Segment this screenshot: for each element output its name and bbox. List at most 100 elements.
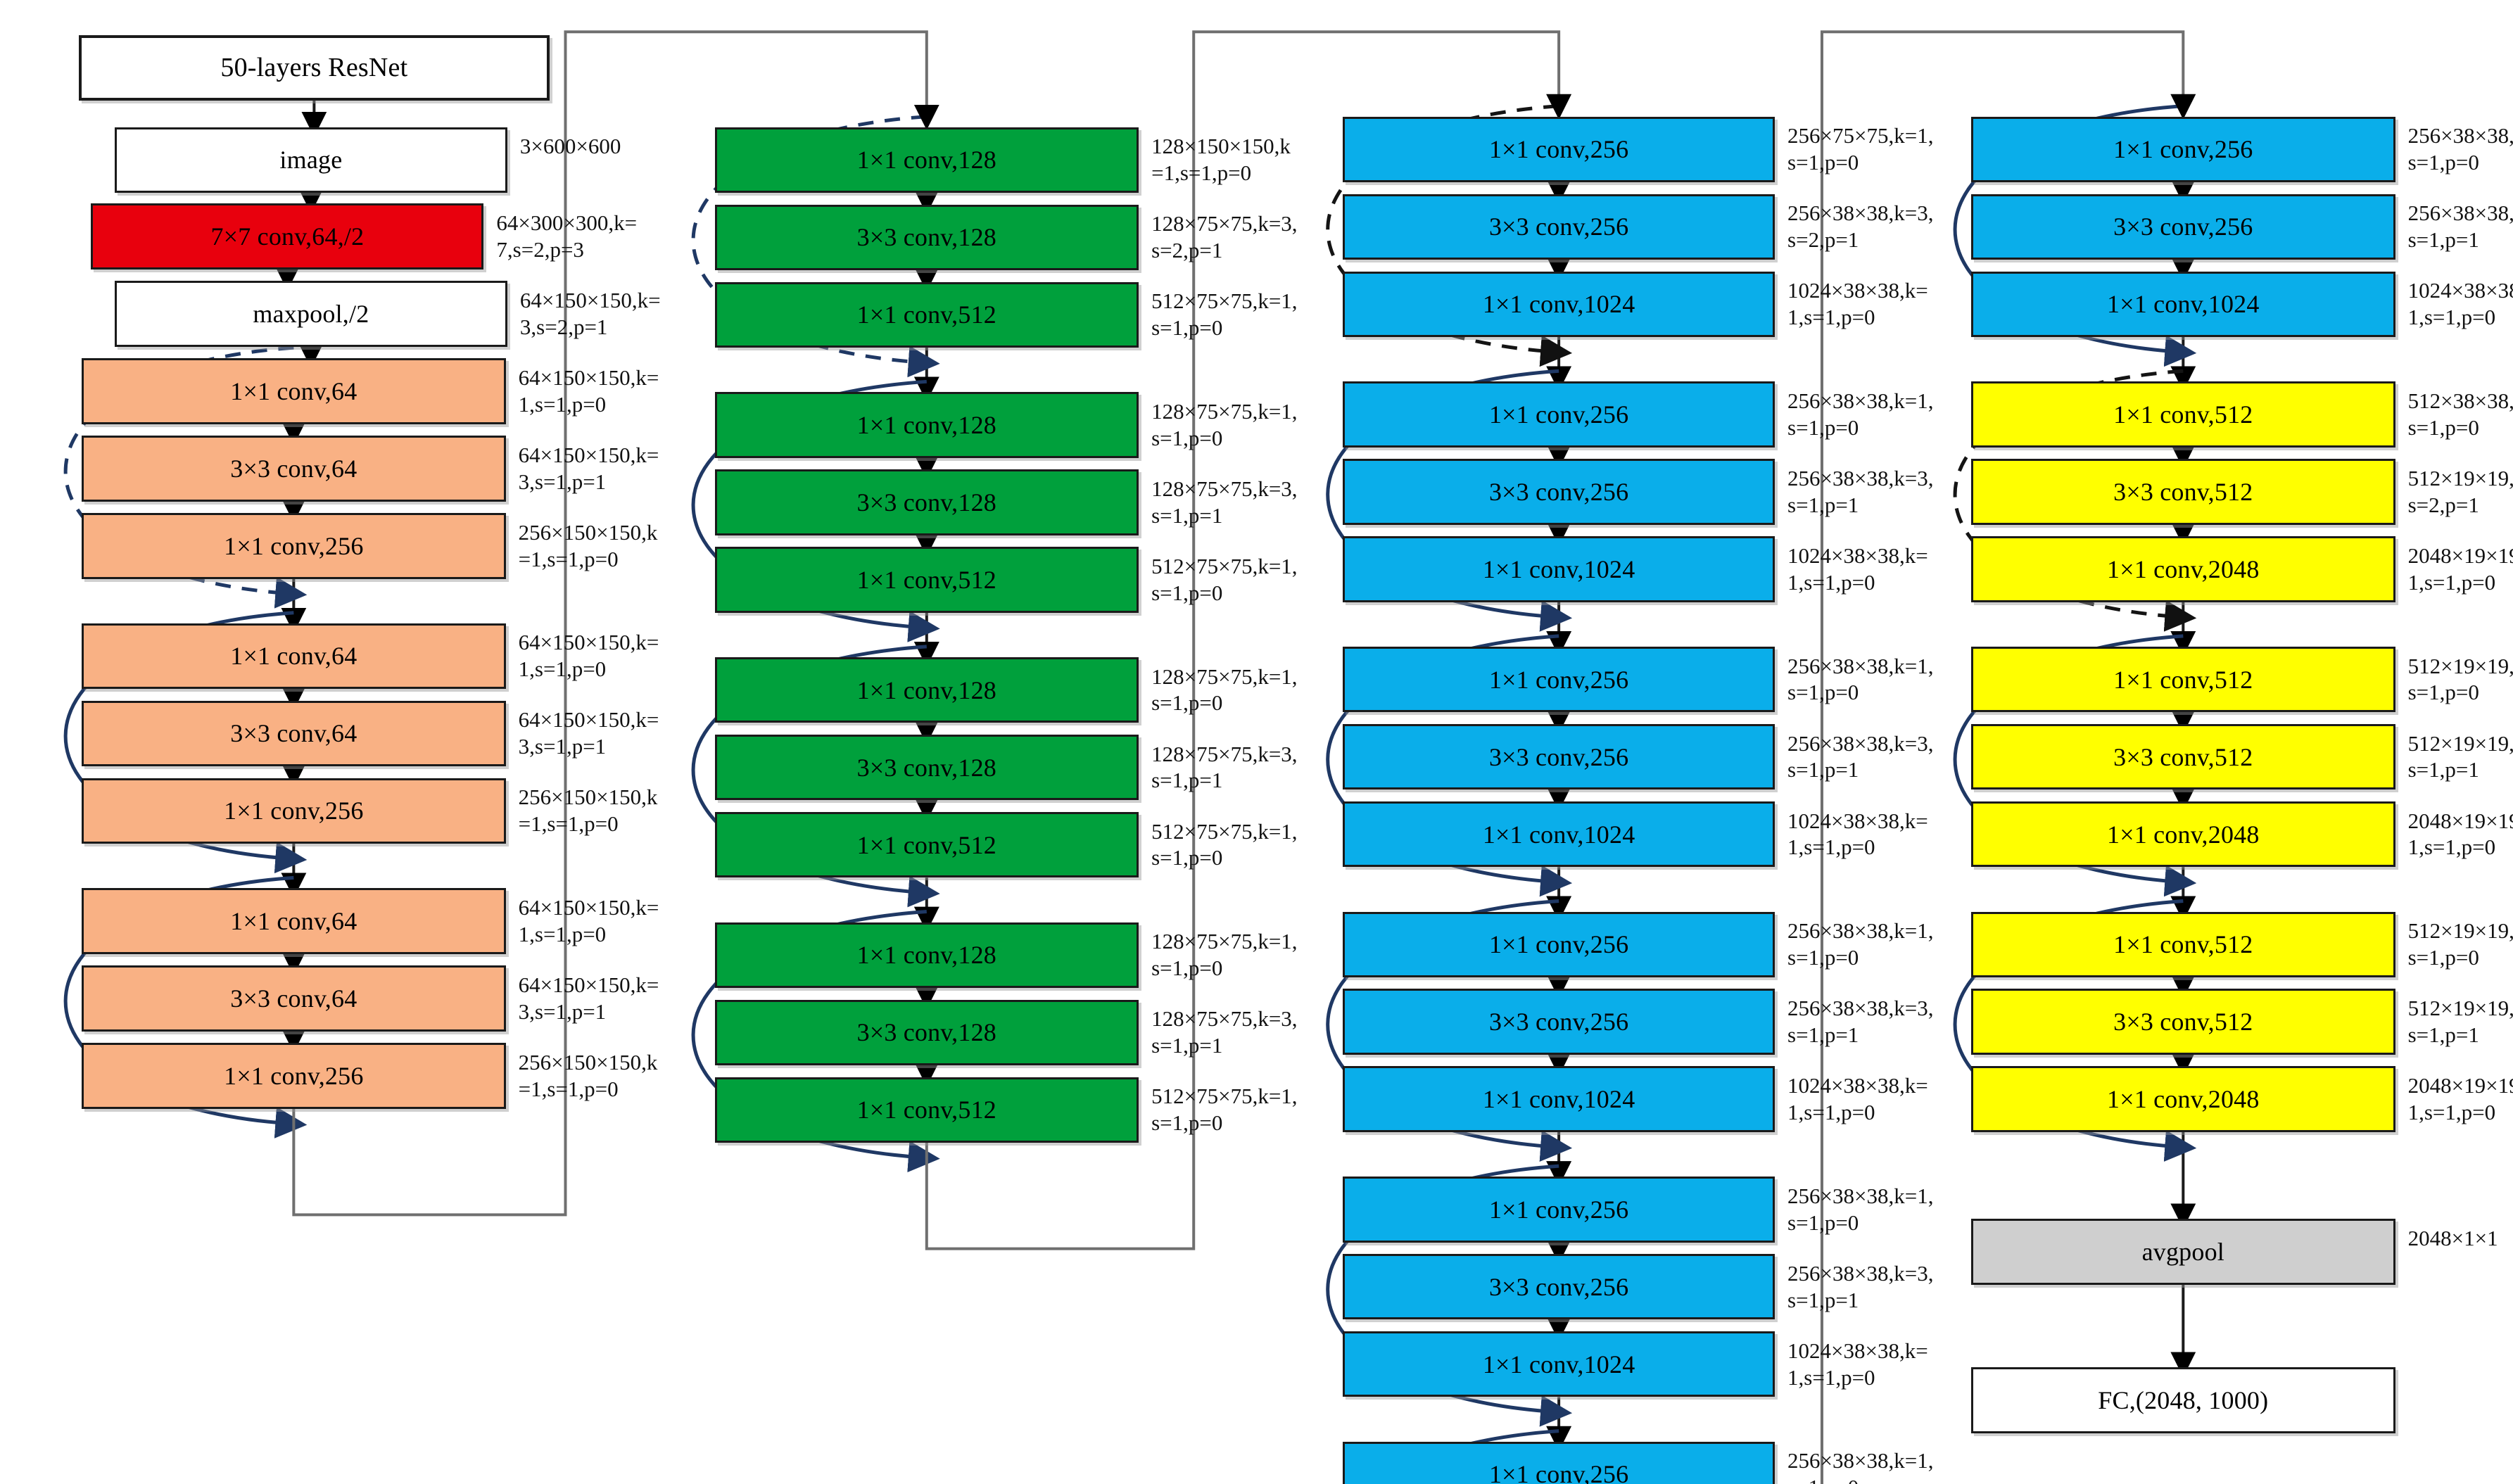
- spec-label: 64×150×150,k= 3,s=2,p=1: [519, 287, 661, 339]
- spec-label: 128×150×150,k =1,s=1,p=0: [1151, 134, 1291, 186]
- node-1-1-conv-512: 1×1 conv,512: [714, 1077, 1139, 1143]
- spec-label: 256×75×75,k=1, s=1,p=0: [1787, 123, 1934, 175]
- node-1-1-conv-64: 1×1 conv,64: [82, 623, 506, 690]
- spec-label: 256×38×38,k=3, s=1,p=1: [1787, 465, 1934, 517]
- node-1-1-conv-512: 1×1 conv,512: [1971, 911, 2395, 977]
- node-3-3-conv-128: 3×3 conv,128: [714, 999, 1139, 1065]
- node-1-1-conv-2048: 1×1 conv,2048: [1971, 536, 2395, 602]
- spec-label: 256×38×38,k=1, s=1,p=0: [1787, 918, 1934, 970]
- spec-label: 2048×19×19,k= 1,s=1,p=0: [2407, 808, 2513, 860]
- node-1-1-conv-256: 1×1 conv,256: [1971, 116, 2395, 183]
- node-1-1-conv-256: 1×1 conv,256: [1343, 1177, 1775, 1243]
- node-1-1-conv-256: 1×1 conv,256: [82, 513, 506, 579]
- node-1-1-conv-1024: 1×1 conv,1024: [1971, 271, 2395, 338]
- spec-label: 3×600×600: [519, 134, 621, 159]
- spec-label: 64×150×150,k= 1,s=1,p=0: [518, 630, 659, 682]
- spec-label: 256×38×38,k=1, s=1,p=0: [1787, 388, 1934, 440]
- node-3-3-conv-256: 3×3 conv,256: [1971, 194, 2395, 260]
- spec-label: 128×75×75,k=3, s=2,p=1: [1151, 211, 1298, 263]
- node-1-1-conv-128: 1×1 conv,128: [714, 392, 1139, 458]
- node-1-1-conv-256: 1×1 conv,256: [1343, 1441, 1775, 1484]
- node-3-3-conv-512: 3×3 conv,512: [1971, 459, 2395, 525]
- spec-label: 512×75×75,k=1, s=1,p=0: [1151, 288, 1298, 341]
- node-3-3-conv-256: 3×3 conv,256: [1343, 459, 1775, 525]
- node-1-1-conv-2048: 1×1 conv,2048: [1971, 801, 2395, 868]
- node-1-1-conv-128: 1×1 conv,128: [714, 127, 1139, 194]
- node-7-7-conv-64-2: 7×7 conv,64,/2: [91, 203, 484, 269]
- node-1-1-conv-128: 1×1 conv,128: [714, 657, 1139, 723]
- node-avgpool: avgpool: [1971, 1219, 2395, 1285]
- spec-label: 128×75×75,k=1, s=1,p=0: [1151, 929, 1298, 981]
- node-1-1-conv-1024: 1×1 conv,1024: [1343, 536, 1775, 602]
- node-image: image: [114, 127, 507, 194]
- node-1-1-conv-512: 1×1 conv,512: [714, 281, 1139, 348]
- spec-label: 2048×19×19,k= 1,s=1,p=0: [2407, 1073, 2513, 1124]
- spec-label: 256×38×38,k=1, s=1,p=0: [1787, 1183, 1934, 1235]
- spec-label: 128×75×75,k=1, s=1,p=0: [1151, 399, 1298, 450]
- node-1-1-conv-256: 1×1 conv,256: [1343, 911, 1775, 977]
- spec-label: 1024×38×38,k= 1,s=1,p=0: [1787, 278, 1928, 330]
- node-1-1-conv-256: 1×1 conv,256: [1343, 116, 1775, 183]
- spec-label: 256×38×38,k=1, s=1,p=0: [1787, 1448, 1934, 1484]
- node-3-3-conv-128: 3×3 conv,128: [714, 469, 1139, 535]
- spec-label: 64×150×150,k= 1,s=1,p=0: [518, 895, 659, 946]
- spec-label: 256×150×150,k =1,s=1,p=0: [518, 1050, 658, 1101]
- spec-label: 256×150×150,k =1,s=1,p=0: [518, 519, 658, 571]
- node-1-1-conv-64: 1×1 conv,64: [82, 888, 506, 954]
- node-3-3-conv-256: 3×3 conv,256: [1343, 723, 1775, 790]
- spec-label: 1024×38×38,k= 1,s=1,p=0: [2407, 278, 2513, 330]
- spec-label: 256×38×38,k=1, s=1,p=0: [1787, 653, 1934, 705]
- spec-label: 512×19×19,k=3, s=1,p=1: [2407, 730, 2513, 782]
- spec-label: 256×38×38,k=3, s=2,p=1: [1787, 201, 1934, 253]
- node-3-3-conv-64: 3×3 conv,64: [82, 965, 506, 1032]
- spec-label: 512×75×75,k=1, s=1,p=0: [1151, 554, 1298, 605]
- node-3-3-conv-256: 3×3 conv,256: [1343, 194, 1775, 260]
- node-3-3-conv-512: 3×3 conv,512: [1971, 989, 2395, 1055]
- spec-label: 256×150×150,k =1,s=1,p=0: [518, 785, 658, 837]
- node-1-1-conv-128: 1×1 conv,128: [714, 922, 1139, 988]
- spec-label: 256×38×38,k=3, s=1,p=1: [2407, 201, 2513, 253]
- node-3-3-conv-128: 3×3 conv,128: [714, 204, 1139, 271]
- node-1-1-conv-1024: 1×1 conv,1024: [1343, 801, 1775, 868]
- node-3-3-conv-256: 3×3 conv,256: [1343, 989, 1775, 1055]
- node-3-3-conv-128: 3×3 conv,128: [714, 734, 1139, 801]
- spec-label: 1024×38×38,k= 1,s=1,p=0: [1787, 1073, 1928, 1124]
- node-1-1-conv-2048: 1×1 conv,2048: [1971, 1066, 2395, 1132]
- spec-label: 64×150×150,k= 3,s=1,p=1: [518, 442, 659, 494]
- spec-label: 512×38×38,k=1, s=1,p=0: [2407, 388, 2513, 440]
- spec-label: 1024×38×38,k= 1,s=1,p=0: [1787, 808, 1928, 860]
- node-1-1-conv-1024: 1×1 conv,1024: [1343, 1066, 1775, 1132]
- spec-label: 512×75×75,k=1, s=1,p=0: [1151, 1084, 1298, 1136]
- spec-label: 64×150×150,k= 3,s=1,p=1: [518, 972, 659, 1024]
- node-1-1-conv-512: 1×1 conv,512: [1971, 381, 2395, 448]
- spec-label: 256×38×38,k=3, s=1,p=1: [1787, 1260, 1934, 1312]
- spec-label: 2048×1×1: [2407, 1226, 2498, 1251]
- spec-label: 64×150×150,k= 1,s=1,p=0: [518, 364, 659, 417]
- spec-label: 128×75×75,k=1, s=1,p=0: [1151, 664, 1298, 716]
- node-1-1-conv-64: 1×1 conv,64: [82, 358, 506, 424]
- spec-label: 256×38×38,k=1, s=1,p=0: [2407, 123, 2513, 175]
- node-1-1-conv-512: 1×1 conv,512: [714, 547, 1139, 613]
- node-3-3-conv-64: 3×3 conv,64: [82, 436, 506, 502]
- spec-label: 512×19×19,k=1, s=1,p=0: [2407, 653, 2513, 705]
- node-1-1-conv-256: 1×1 conv,256: [82, 778, 506, 844]
- node-maxpool-2: maxpool,/2: [114, 281, 507, 347]
- spec-label: 128×75×75,k=3, s=1,p=1: [1151, 1006, 1298, 1058]
- node-1-1-conv-256: 1×1 conv,256: [1343, 381, 1775, 448]
- node-1-1-conv-512: 1×1 conv,512: [714, 811, 1139, 878]
- node-1-1-conv-512: 1×1 conv,512: [1971, 646, 2395, 713]
- spec-label: 512×19×19,k=3, s=2,p=1: [2407, 465, 2513, 517]
- spec-label: 1024×38×38,k= 1,s=1,p=0: [1787, 1338, 1928, 1390]
- spec-label: 512×19×19,k=1, s=1,p=0: [2407, 918, 2513, 970]
- node-1-1-conv-256: 1×1 conv,256: [82, 1043, 506, 1109]
- spec-label: 128×75×75,k=3, s=1,p=1: [1151, 476, 1298, 528]
- spec-label: 512×75×75,k=1, s=1,p=0: [1151, 818, 1298, 870]
- spec-label: 2048×19×19,k= 1,s=1,p=0: [2407, 543, 2513, 595]
- node-3-3-conv-64: 3×3 conv,64: [82, 700, 506, 767]
- node-50-layers-resnet: 50-layers ResNet: [78, 34, 550, 101]
- spec-label: 256×38×38,k=3, s=1,p=1: [1787, 730, 1934, 782]
- node-1-1-conv-1024: 1×1 conv,1024: [1343, 1331, 1775, 1397]
- node-fc-2048-1000: FC,(2048, 1000): [1971, 1367, 2395, 1433]
- node-3-3-conv-512: 3×3 conv,512: [1971, 723, 2395, 790]
